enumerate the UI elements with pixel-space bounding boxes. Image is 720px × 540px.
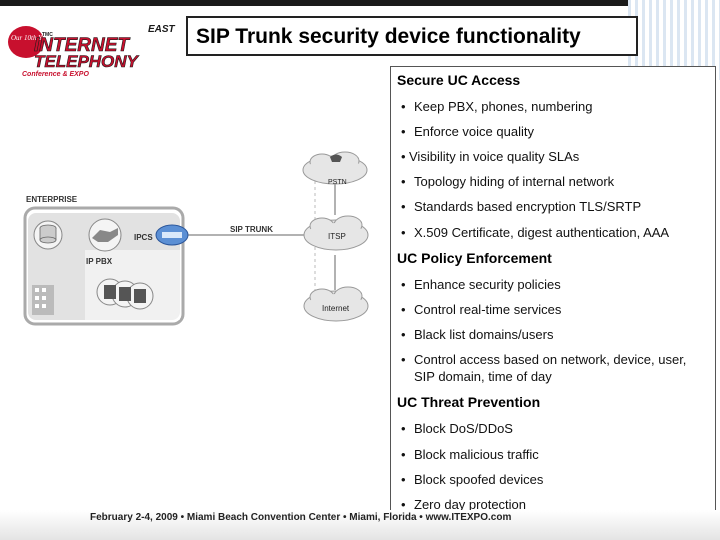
bullet-item: •Enforce voice quality xyxy=(401,124,534,139)
ip-pbx-label: IP PBX xyxy=(86,257,113,266)
logo-script: Our 10th Year xyxy=(11,34,51,42)
bullet-item: •Enhance security policies xyxy=(401,277,561,292)
bullet-item: •Black list domains/users xyxy=(401,327,554,342)
logo-tmc: TMC xyxy=(42,32,53,38)
bullet-item: •Zero day protection xyxy=(401,497,527,512)
logo-line3: Conference & EXPO xyxy=(22,71,89,78)
slide-title: SIP Trunk security device functionality xyxy=(196,25,581,48)
section-heading: UC Threat Prevention xyxy=(397,394,541,410)
enterprise-box xyxy=(23,206,185,326)
itsp-cloud-icon xyxy=(303,215,369,251)
title-box: SIP Trunk security device functionality xyxy=(186,16,638,56)
footer-band xyxy=(0,510,720,540)
logo-east: EAST xyxy=(148,24,176,35)
phones-icon xyxy=(96,278,154,310)
enterprise-label: ENTERPRISE xyxy=(26,195,78,204)
pstn-label: PSTN xyxy=(328,179,347,186)
top-bar xyxy=(0,0,720,6)
internet-cloud-icon xyxy=(303,286,369,322)
database-icon xyxy=(33,220,63,250)
bullet-item: •Visibility in voice quality SLAs xyxy=(401,149,580,164)
section-heading: UC Policy Enforcement xyxy=(397,250,552,266)
building-icon xyxy=(32,285,54,315)
bullet-item: •Topology hiding of internal network xyxy=(401,174,615,189)
logo-line2: TELEPHONY xyxy=(34,52,140,71)
internet-telephony-logo: Our 10th Year EAST TMC INTERNET TELEPHON… xyxy=(8,24,176,78)
bullet-item: •Block DoS/DDoS xyxy=(401,421,513,436)
bullet-item: •X.509 Certificate, digest authenticatio… xyxy=(401,225,670,240)
logo-line1: INTERNET xyxy=(34,35,130,56)
sip-trunk-device-icon xyxy=(155,224,189,246)
sip-trunk-label: SIP TRUNK xyxy=(230,225,273,234)
content-box: Secure UC Access •Keep PBX, phones, numb… xyxy=(390,66,716,514)
bullet-item: •Block spoofed devices xyxy=(401,472,544,487)
itsp-label: ITSP xyxy=(328,232,346,241)
bullet-item: •Standards based encryption TLS/SRTP xyxy=(401,199,642,214)
bullet-item: •Block malicious traffic xyxy=(401,447,539,462)
bullet-item: •Keep PBX, phones, numbering xyxy=(401,99,593,114)
footer-text: February 2-4, 2009 • Miami Beach Convent… xyxy=(90,512,512,523)
section-heading: Secure UC Access xyxy=(397,72,521,88)
pstn-cloud-icon xyxy=(302,151,368,185)
bullet-item: •Control real-time services xyxy=(401,302,562,317)
bullet-item: •Control access based on network, device… xyxy=(401,352,687,384)
network-diagram: ENTERPRISE IPCS IP PBX xyxy=(23,151,369,326)
ipcs-label: IPCS xyxy=(134,233,153,242)
ipcs-handshake-icon xyxy=(88,218,122,252)
internet-label: Internet xyxy=(322,304,350,313)
